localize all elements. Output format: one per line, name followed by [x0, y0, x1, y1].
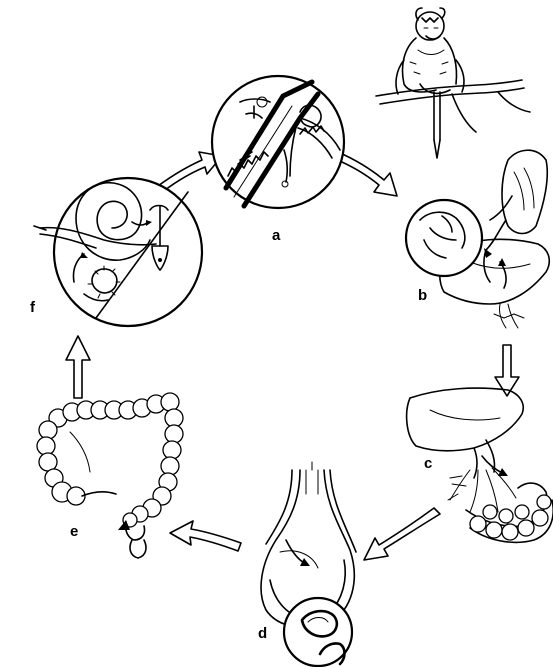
stage-b-circle [406, 200, 482, 276]
stage-e-colon [37, 393, 183, 558]
label-e: e [70, 523, 78, 540]
arrow-d-to-e [170, 521, 241, 551]
label-c: c [424, 455, 432, 472]
arrow-e-to-f [66, 336, 90, 398]
stage-a-vessel-circle [212, 76, 344, 208]
stage-d-circle [284, 598, 352, 666]
arrow-c-to-d [364, 508, 440, 560]
stage-f-snail-circle [34, 178, 202, 326]
label-f: f [30, 299, 36, 316]
label-d: d [258, 625, 267, 642]
label-a: a [272, 227, 281, 244]
label-b: b [418, 287, 427, 304]
arrow-a-to-b [335, 152, 397, 196]
monkey-host-illustration [376, 8, 530, 158]
